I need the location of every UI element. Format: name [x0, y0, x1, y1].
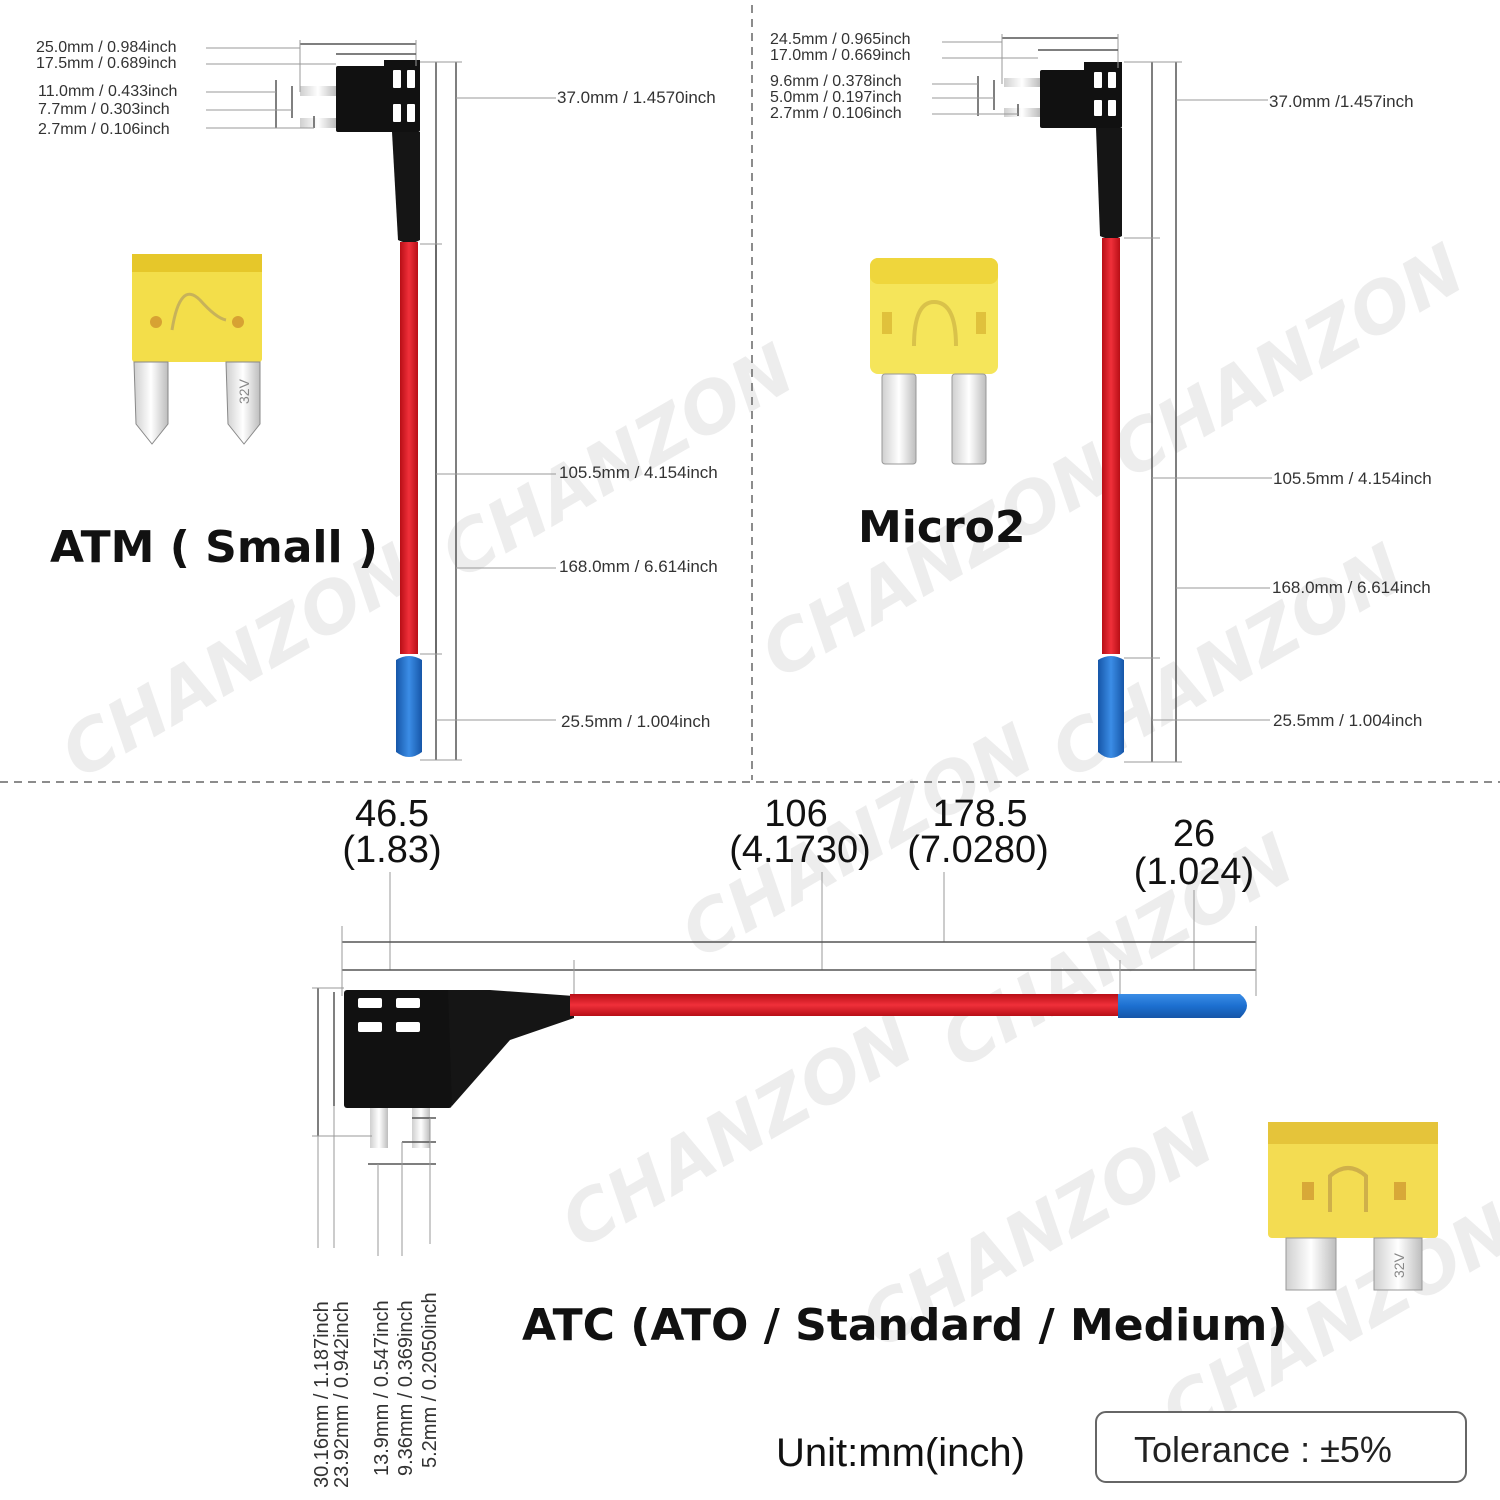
- watermark-text: CHANZON: [1098, 228, 1478, 495]
- atc-panel: 46.5 (1.83) 106 (4.1730) 178.5 (7.0280) …: [311, 793, 1438, 1488]
- micro2-dim-label: 5.0mm / 0.197inch: [770, 89, 902, 106]
- micro2-dim-label: 9.6mm / 0.378inch: [770, 73, 902, 90]
- atc-dim-inch: (1.024): [1134, 851, 1254, 893]
- atm-dim-label: 37.0mm / 1.4570inch: [557, 88, 716, 107]
- atm-fuse-tap: [300, 60, 420, 243]
- atc-dim-label: 30.16mm / 1.187inch: [311, 1301, 333, 1488]
- micro2-dim-label: 168.0mm / 6.614inch: [1272, 578, 1431, 597]
- micro2-dim-label: 2.7mm / 0.106inch: [770, 105, 902, 122]
- micro2-fuse-tap: [1004, 62, 1122, 239]
- atm-dim-label: 25.5mm / 1.004inch: [561, 712, 710, 731]
- atm-wire: [400, 242, 418, 654]
- micro2-dim-label: 17.0mm / 0.669inch: [770, 47, 911, 64]
- watermark-text: CHANZON: [748, 428, 1128, 695]
- micro2-dim-label: 37.0mm /1.457inch: [1269, 92, 1414, 111]
- atc-dim-inch: (4.1730): [729, 829, 871, 871]
- micro2-terminal: [1098, 656, 1124, 758]
- atc-dim-label: 23.92mm / 0.942inch: [331, 1301, 353, 1488]
- atc-fuse-tap: [344, 990, 574, 1148]
- micro2-wire: [1102, 238, 1120, 654]
- atm-dim-label: 7.7mm / 0.303inch: [38, 101, 170, 118]
- micro2-fuse-image: [870, 258, 998, 465]
- atc-fuse-rating: 32V: [1391, 1252, 1407, 1278]
- watermark-text: CHANZON: [1038, 528, 1418, 795]
- atc-dim-value: 106: [764, 793, 827, 835]
- watermark-text: CHANZON: [428, 328, 808, 595]
- atc-wire: [570, 994, 1120, 1016]
- atc-title: ATC (ATO / Standard / Medium): [522, 1300, 1287, 1351]
- atm-dim-label: 2.7mm / 0.106inch: [38, 121, 170, 138]
- atc-dim-inch: (1.83): [342, 829, 441, 871]
- atm-dim-label: 168.0mm / 6.614inch: [559, 557, 718, 576]
- atm-dim-label: 25.0mm / 0.984inch: [36, 39, 177, 56]
- atc-dim-label: 9.36mm / 0.369inch: [395, 1300, 417, 1476]
- micro2-panel: 24.5mm / 0.965inch 17.0mm / 0.669inch 9.…: [770, 31, 1432, 763]
- unit-label: Unit:mm(inch): [776, 1431, 1025, 1475]
- tolerance-label: Tolerance : ±5%: [1134, 1429, 1392, 1470]
- atm-dim-label: 17.5mm / 0.689inch: [36, 55, 177, 72]
- atc-dim-value: 26: [1173, 813, 1215, 855]
- atc-dim-inch: (7.0280): [907, 829, 1049, 871]
- atm-dim-label: 11.0mm / 0.433inch: [38, 83, 177, 100]
- atm-fuse-rating: 32V: [236, 378, 252, 404]
- atc-dim-value: 46.5: [355, 793, 429, 835]
- atc-dim-label: 5.2mm / 0.2050inch: [419, 1292, 441, 1468]
- atc-dim-value: 178.5: [932, 793, 1027, 835]
- micro2-title: Micro2: [858, 502, 1026, 553]
- atc-terminal: [1118, 994, 1247, 1018]
- atm-title: ATM ( Small ): [50, 522, 378, 573]
- micro2-dim-label: 105.5mm / 4.154inch: [1273, 469, 1432, 488]
- micro2-dim-label: 24.5mm / 0.965inch: [770, 31, 911, 48]
- tolerance-box: [1095, 1411, 1467, 1483]
- atm-panel: 25.0mm / 0.984inch 17.5mm / 0.689inch 11…: [36, 39, 718, 761]
- micro2-dim-label: 25.5mm / 1.004inch: [1273, 711, 1422, 730]
- atm-dim-label: 105.5mm / 4.154inch: [559, 463, 718, 482]
- watermark-text: CHANZON: [548, 998, 928, 1265]
- atc-dim-label: 13.9mm / 0.547inch: [371, 1300, 393, 1476]
- atc-fuse-image: 32V: [1268, 1122, 1438, 1291]
- atm-terminal: [396, 656, 422, 757]
- atm-fuse-image: 32V: [132, 254, 262, 445]
